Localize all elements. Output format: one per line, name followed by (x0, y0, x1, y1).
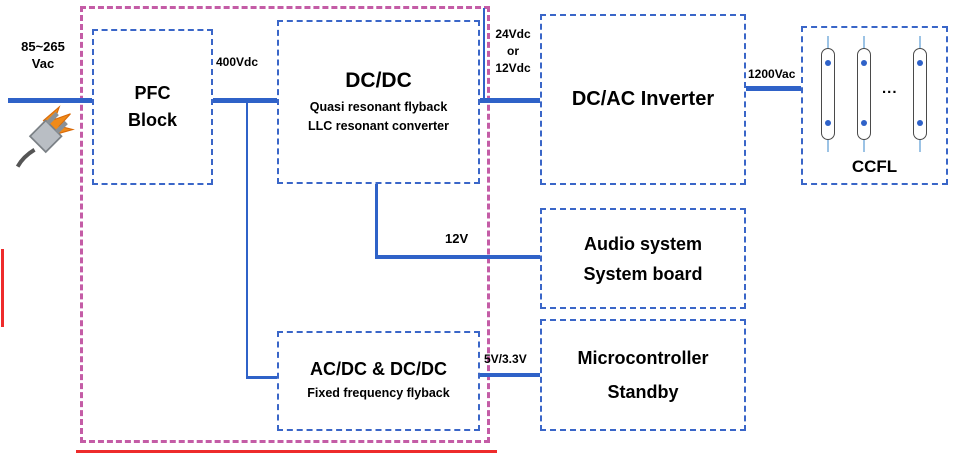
label-24vdc: 24Vdc (495, 27, 531, 41)
wire-dcdc-down (375, 184, 378, 258)
ccfl-tube (819, 36, 837, 152)
wire-mains-to-pfc (8, 98, 92, 103)
wire-stub-into-acdc (246, 376, 277, 379)
ccfl-tube-body (857, 48, 871, 140)
ccfl-electrode-dot (861, 60, 867, 66)
audio-line2: System board (583, 263, 703, 284)
label-or: or (507, 44, 519, 58)
wire-dcdc-to-audio (375, 255, 540, 259)
input-voltage-line2: Vac (31, 56, 55, 71)
wire-bus-drop-to-acdc (246, 103, 248, 379)
label-1200vac: 1200Vac (748, 67, 796, 81)
red-accent-line-bottom (76, 450, 497, 453)
ccfl-electrode-dot (825, 60, 831, 66)
label-12v: 12V (445, 231, 469, 246)
red-accent-line-left (1, 249, 4, 327)
ccfl-tube-body (821, 48, 835, 140)
ccfl-electrode-dot (861, 120, 867, 126)
input-voltage-label: 85~265 Vac (10, 38, 76, 72)
block-dcdc: DC/DC Quasi resonant flyback LLC resonan… (277, 20, 480, 184)
ccfl-tube (911, 36, 929, 152)
wire-inverter-to-ccfl (746, 86, 801, 91)
block-microcontroller: Microcontroller Standby (540, 319, 746, 431)
ccfl-title: CCFL (851, 157, 898, 176)
dcdc-subtitle-2: LLC resonant converter (307, 118, 449, 133)
label-5v-3v3: 5V/3.3V (484, 352, 527, 366)
acdc-subtitle: Fixed frequency flyback (307, 386, 450, 400)
wire-pfc-to-dcdc (213, 98, 277, 103)
acdc-title: AC/DC & DC/DC (310, 359, 447, 379)
label-400vdc: 400Vdc (216, 55, 259, 69)
pfc-title-line2: Block (127, 110, 178, 130)
ccfl-electrode-dot (825, 120, 831, 126)
label-24vdc-or-12vdc: 24Vdc or 12Vdc (489, 26, 537, 77)
block-acdc-dcdc: AC/DC & DC/DC Fixed frequency flyback (277, 331, 480, 431)
input-voltage-line1: 85~265 (21, 39, 65, 54)
block-ccfl: ... CCFL (801, 26, 948, 185)
block-pfc: PFC Block (92, 29, 213, 185)
inverter-title: DC/AC Inverter (571, 88, 715, 110)
wire-label-tick-24v (483, 8, 485, 98)
micro-line2: Standby (607, 382, 679, 402)
ccfl-ellipsis: ... (882, 80, 898, 97)
power-plug-icon (15, 105, 75, 168)
block-audio-system: Audio system System board (540, 208, 746, 309)
ccfl-tube-body (913, 48, 927, 140)
ccfl-electrode-dot (917, 60, 923, 66)
power-board-outline (80, 6, 490, 443)
audio-line1: Audio system (583, 233, 703, 254)
ccfl-tube (855, 36, 873, 152)
block-inverter: DC/AC Inverter (540, 14, 746, 185)
ccfl-electrode-dot (917, 120, 923, 126)
dcdc-subtitle-1: Quasi resonant flyback (309, 99, 448, 114)
wire-dcdc-to-inverter (480, 98, 540, 103)
wire-acdc-to-micro (480, 373, 540, 377)
dcdc-title: DC/DC (345, 68, 412, 92)
micro-line1: Microcontroller (577, 348, 709, 368)
label-12vdc: 12Vdc (495, 61, 531, 75)
pfc-title-line1: PFC (134, 83, 171, 103)
